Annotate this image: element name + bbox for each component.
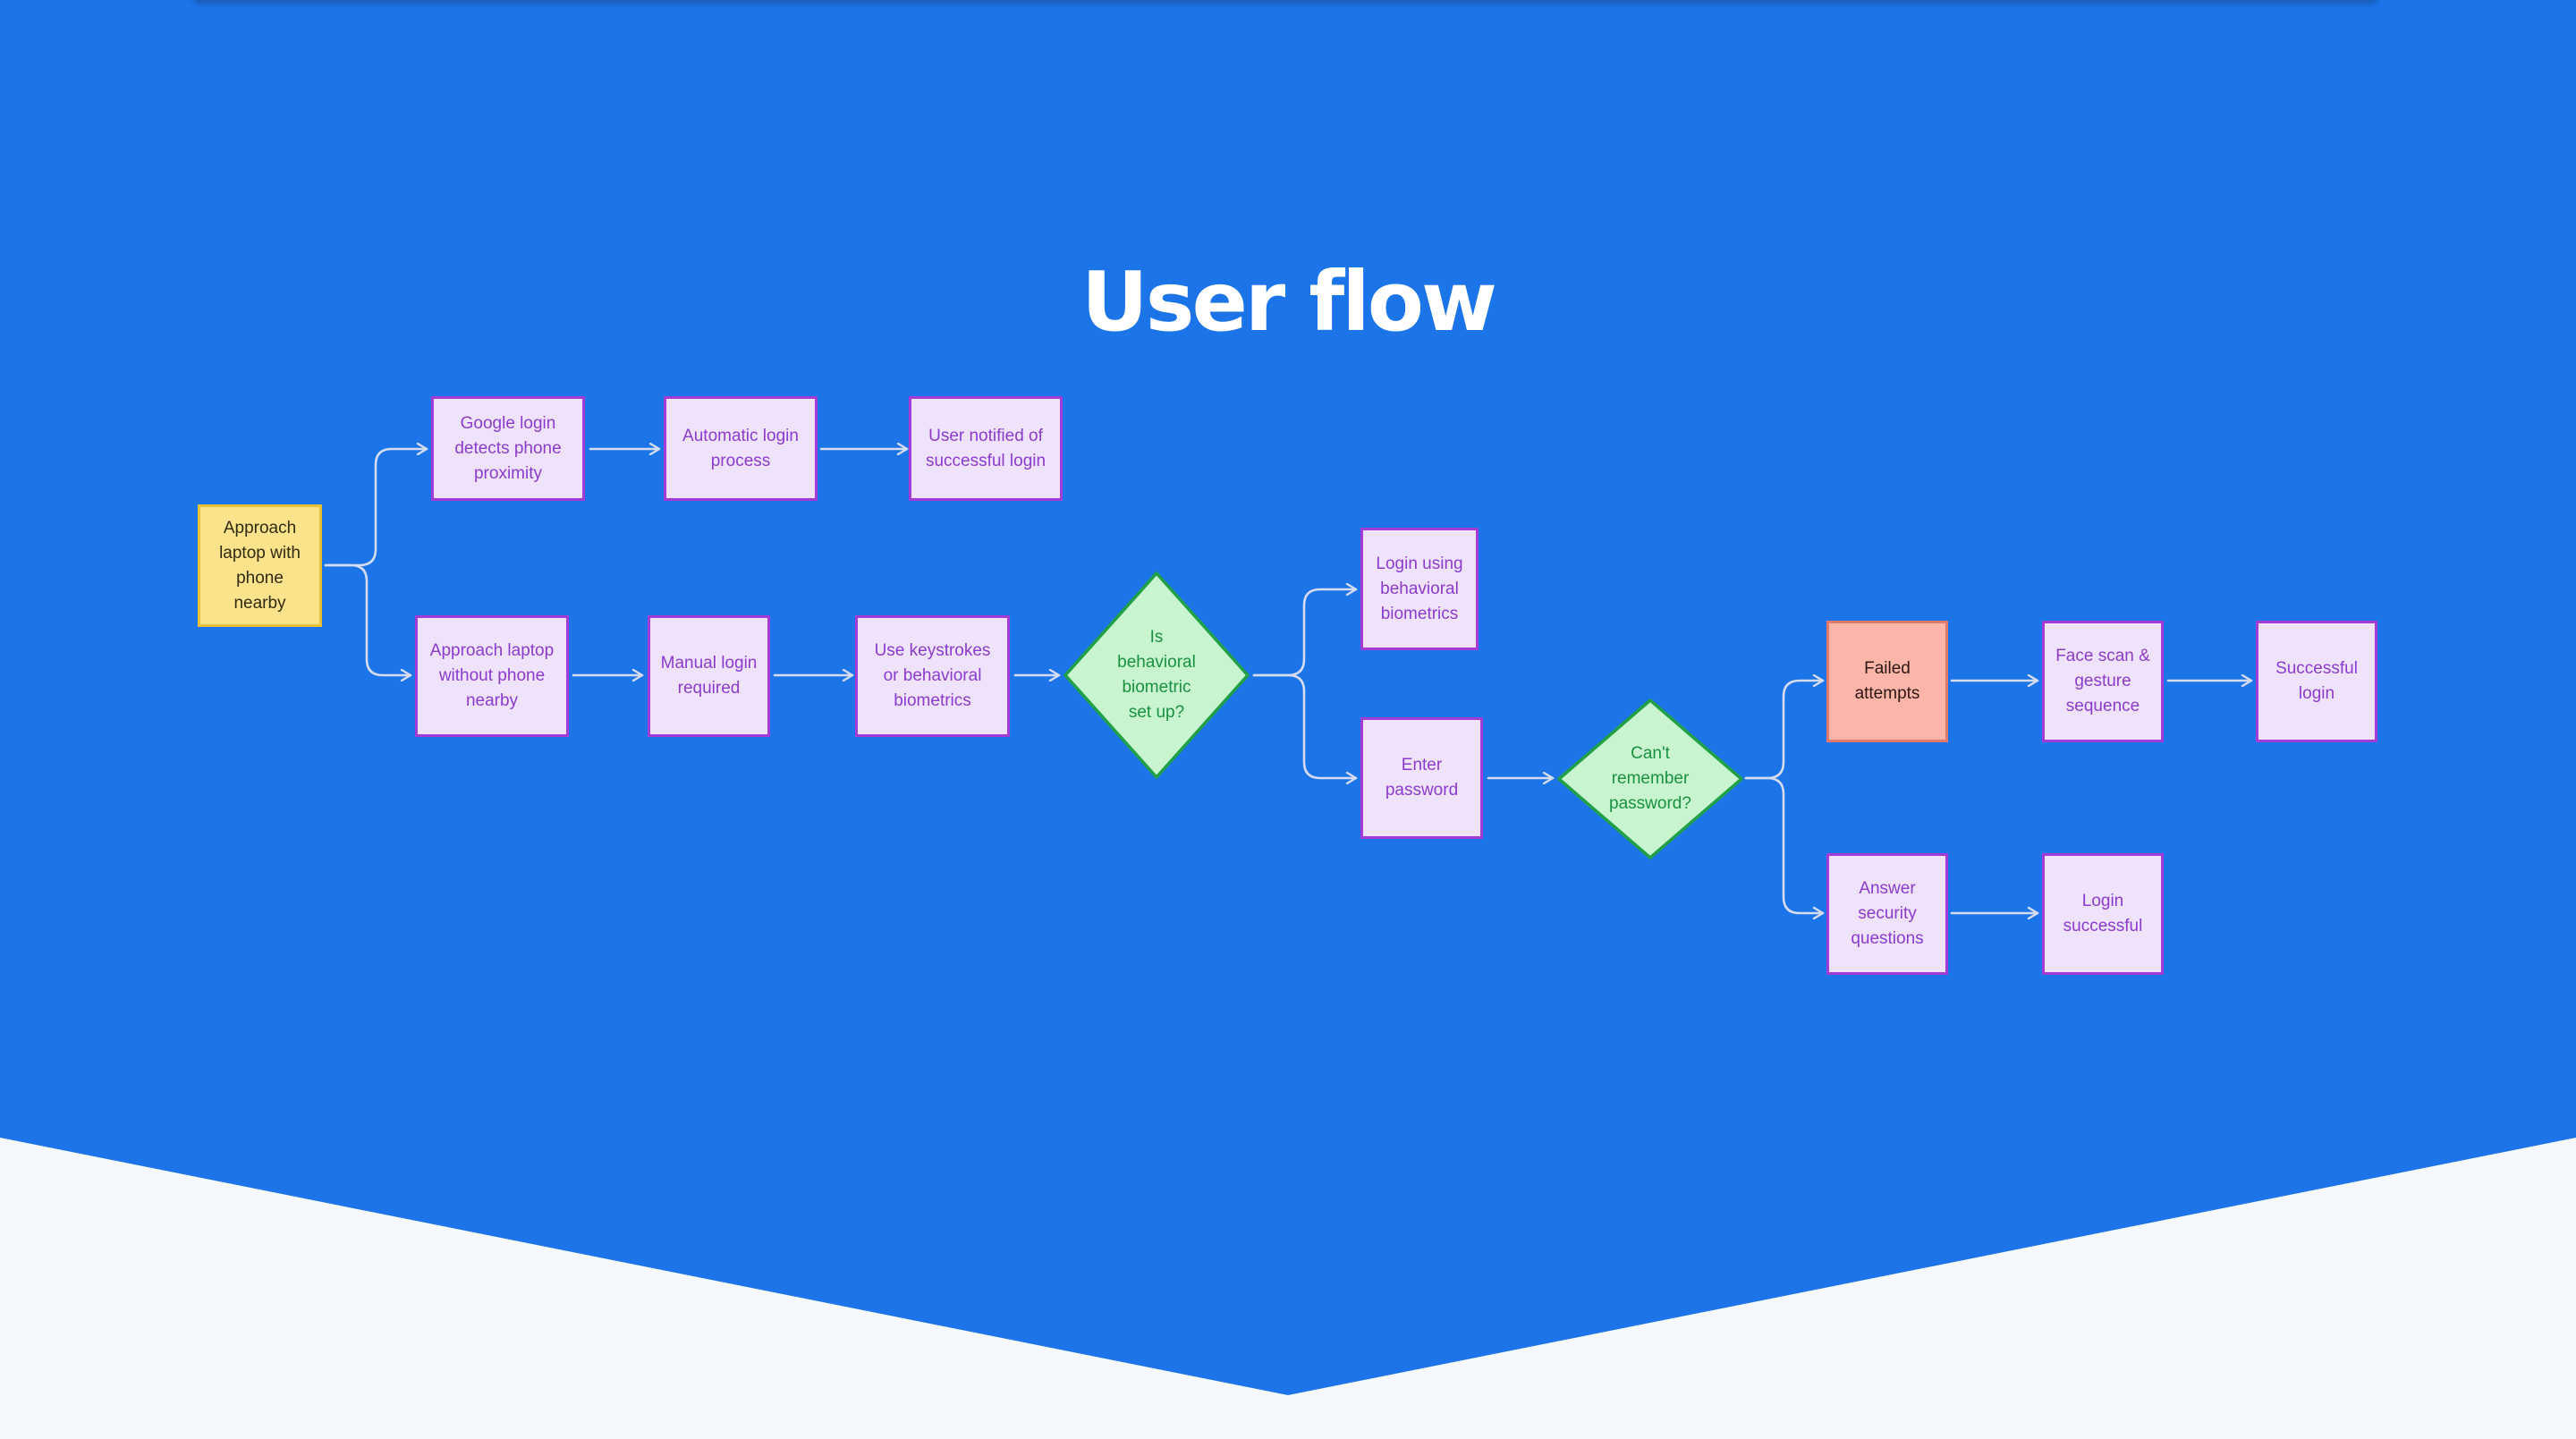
- decision-biometric-setup-diamond: [1063, 571, 1250, 779]
- node-enter-password: Enter password: [1360, 717, 1483, 839]
- edge-cant-remember-failed-attempts: [1744, 681, 1825, 780]
- edge-start-google-detect: [324, 449, 428, 567]
- edge-decision-login-biometrics: [1252, 589, 1358, 677]
- node-face-scan: Face scan & gesture sequence: [2042, 621, 2164, 742]
- node-login-successful-label: Login successful: [2063, 892, 2143, 935]
- node-security-questions: Answer security questions: [1826, 853, 1948, 975]
- node-notified-label: User notified of successful login: [925, 426, 1046, 470]
- decision-cant-remember: Can't remember password?: [1556, 698, 1744, 860]
- node-enter-password-label: Enter password: [1385, 756, 1459, 800]
- bottom-chevron-panel: [0, 1138, 2576, 1439]
- edge-start-approach-no-phone: [324, 563, 412, 675]
- edge-cant-remember-security-questions: [1744, 776, 1825, 913]
- node-face-scan-label: Face scan & gesture sequence: [2055, 647, 2150, 715]
- node-approach-no-phone-label: Approach laptop without phone nearby: [429, 641, 555, 710]
- node-start: Approach laptop with phone nearby: [198, 504, 322, 627]
- top-bar: [192, 0, 2379, 2]
- page-title: User flow: [1080, 254, 1497, 350]
- decision-cant-remember-diamond: [1557, 698, 1743, 859]
- decision-cant-remember-label: Can't remember password?: [1609, 744, 1691, 813]
- node-login-biometrics: Login using behavioral biometrics: [1360, 528, 1479, 650]
- node-notified: User notified of successful login: [909, 396, 1063, 501]
- node-start-label: Approach laptop with phone nearby: [219, 518, 301, 613]
- node-google-detect: Google login detects phone proximity: [431, 396, 585, 501]
- node-use-keystrokes-label: Use keystrokes or behavioral biometrics: [874, 641, 991, 710]
- edge-decision-enter-password: [1252, 673, 1358, 778]
- node-security-questions-label: Answer security questions: [1851, 879, 1924, 948]
- node-auto-login: Automatic login process: [664, 396, 818, 501]
- node-login-successful: Login successful: [2042, 853, 2164, 975]
- decision-biometric-setup-label: Is behavioral biometric set up?: [1117, 628, 1196, 722]
- node-failed-attempts-label: Failed attempts: [1854, 659, 1920, 703]
- node-approach-no-phone: Approach laptop without phone nearby: [415, 615, 569, 737]
- node-successful-login-label: Successful login: [2275, 659, 2358, 703]
- node-google-detect-label: Google login detects phone proximity: [454, 413, 562, 483]
- node-manual-login: Manual login required: [648, 615, 770, 737]
- node-successful-login: Successful login: [2256, 621, 2377, 742]
- decision-biometric-setup: Is behavioral biometric set up?: [1063, 571, 1250, 780]
- node-login-biometrics-label: Login using behavioral biometrics: [1376, 554, 1463, 623]
- node-use-keystrokes: Use keystrokes or behavioral biometrics: [855, 615, 1010, 737]
- node-failed-attempts: Failed attempts: [1826, 621, 1948, 742]
- node-manual-login-label: Manual login required: [660, 654, 758, 698]
- node-auto-login-label: Automatic login process: [682, 426, 799, 470]
